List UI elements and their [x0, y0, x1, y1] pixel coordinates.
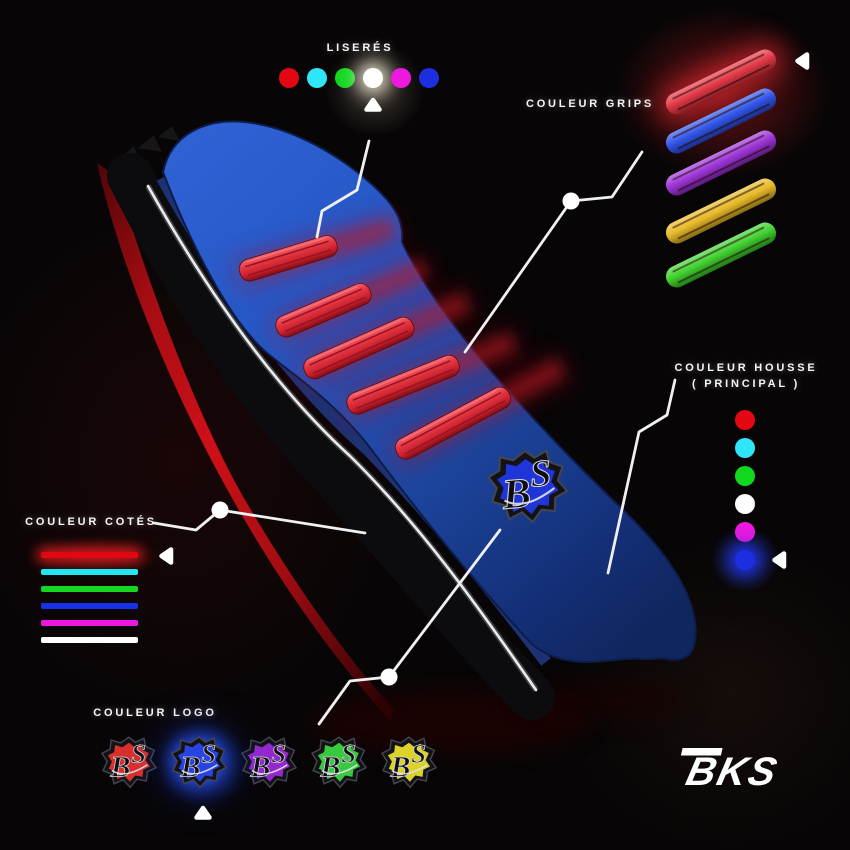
connector-logo	[317, 528, 502, 726]
connector-lines	[152, 139, 677, 726]
housse-swatch-magenta[interactable]	[735, 522, 755, 542]
logo-label: COULEUR LOGO	[93, 707, 217, 719]
logo-swatch-yellow[interactable]	[380, 736, 438, 789]
cotes-swatch-green[interactable]	[41, 586, 138, 592]
grips-label: COULEUR GRIPS	[525, 98, 655, 110]
cotes-swatch-magenta[interactable]	[41, 620, 138, 626]
liseres-swatch-white[interactable]	[363, 68, 383, 88]
logo-swatch-purple[interactable]	[240, 736, 298, 789]
bks-logo-text: BKS	[682, 748, 783, 792]
connector-grips	[463, 150, 644, 354]
housse-label: COULEUR HOUSSE ( PRINCIPAL )	[674, 362, 817, 390]
housse-swatch-white[interactable]	[735, 494, 755, 514]
logo-swatch-green[interactable]	[310, 736, 368, 789]
connector-dot-cotes	[211, 501, 229, 519]
logo-swatch-blue[interactable]	[170, 736, 228, 789]
logo-swatch-red[interactable]	[100, 736, 158, 789]
housse-swatch-green[interactable]	[735, 466, 755, 486]
seat-shadow-tail	[520, 680, 690, 720]
seat-edge-band	[107, 153, 555, 720]
housse-swatch-cyan[interactable]	[735, 438, 755, 458]
housse-label-line2: ( PRINCIPAL )	[691, 378, 801, 390]
liseres-swatch-cyan[interactable]	[307, 68, 327, 88]
liseres-swatch-red[interactable]	[279, 68, 299, 88]
liseres-swatch-blue[interactable]	[419, 68, 439, 88]
cotes-swatch-cyan[interactable]	[41, 569, 138, 575]
cotes-swatch-red[interactable]	[41, 552, 138, 558]
housse-swatch-blue[interactable]	[735, 550, 755, 570]
seat-ribs	[229, 209, 576, 474]
bks-logo-blade	[680, 748, 723, 756]
liseres-swatch-row	[279, 68, 439, 88]
cotes-label: COULEUR COTÉS	[25, 516, 157, 528]
housse-label-line1: COULEUR HOUSSE	[674, 362, 818, 374]
connector-dot-logo	[380, 668, 398, 686]
bks-brand-logo: BKS	[680, 748, 783, 792]
housse-swatch-red[interactable]	[735, 410, 755, 430]
grips-swatch-column	[661, 0, 791, 300]
connector-dot-grips	[562, 192, 580, 210]
liseres-swatch-green[interactable]	[335, 68, 355, 88]
connector-liseres	[315, 139, 371, 239]
connector-cotes	[152, 508, 367, 535]
cotes-swatch-blue[interactable]	[41, 603, 138, 609]
cotes-swatch-column	[41, 552, 138, 643]
liseres-label: LISERÉS	[326, 42, 394, 54]
liseres-swatch-magenta[interactable]	[391, 68, 411, 88]
seat-piping	[146, 184, 538, 692]
cotes-swatch-white[interactable]	[41, 637, 138, 643]
logo-swatch-row	[100, 736, 438, 789]
housse-swatch-column	[735, 410, 755, 570]
connector-housse	[606, 378, 677, 575]
